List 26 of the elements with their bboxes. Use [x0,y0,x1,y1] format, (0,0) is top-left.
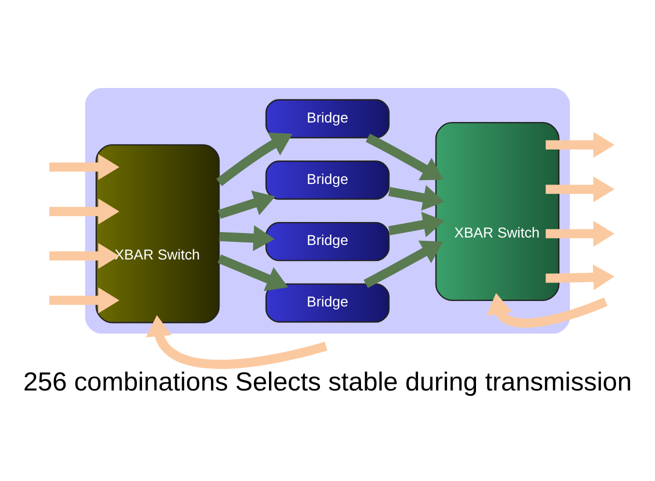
arrow [546,176,614,202]
arrow [218,190,276,218]
arrow [49,154,120,180]
cluster [85,88,570,334]
arrow [49,198,120,224]
arrow [216,132,292,186]
arrow [218,254,288,291]
arrow [49,242,120,268]
arrow [546,131,614,158]
arrow [364,240,444,288]
arrow [546,220,614,246]
node-box: XBAR Switch [96,144,220,323]
arrow [219,224,275,251]
node-box: Bridge [265,221,390,261]
node-box: Bridge [265,282,390,322]
arrow [49,286,120,313]
arrow [486,292,608,327]
arrow [388,211,444,237]
arrow [366,133,444,180]
node-box: XBAR Switch [435,122,560,300]
arrow [546,264,614,290]
arrow [388,184,444,210]
node-box: Bridge [265,160,390,200]
arrow [146,314,328,368]
caption: 256 combinations Selects stable during transmission [23,366,632,396]
node-box: Bridge [265,98,390,138]
